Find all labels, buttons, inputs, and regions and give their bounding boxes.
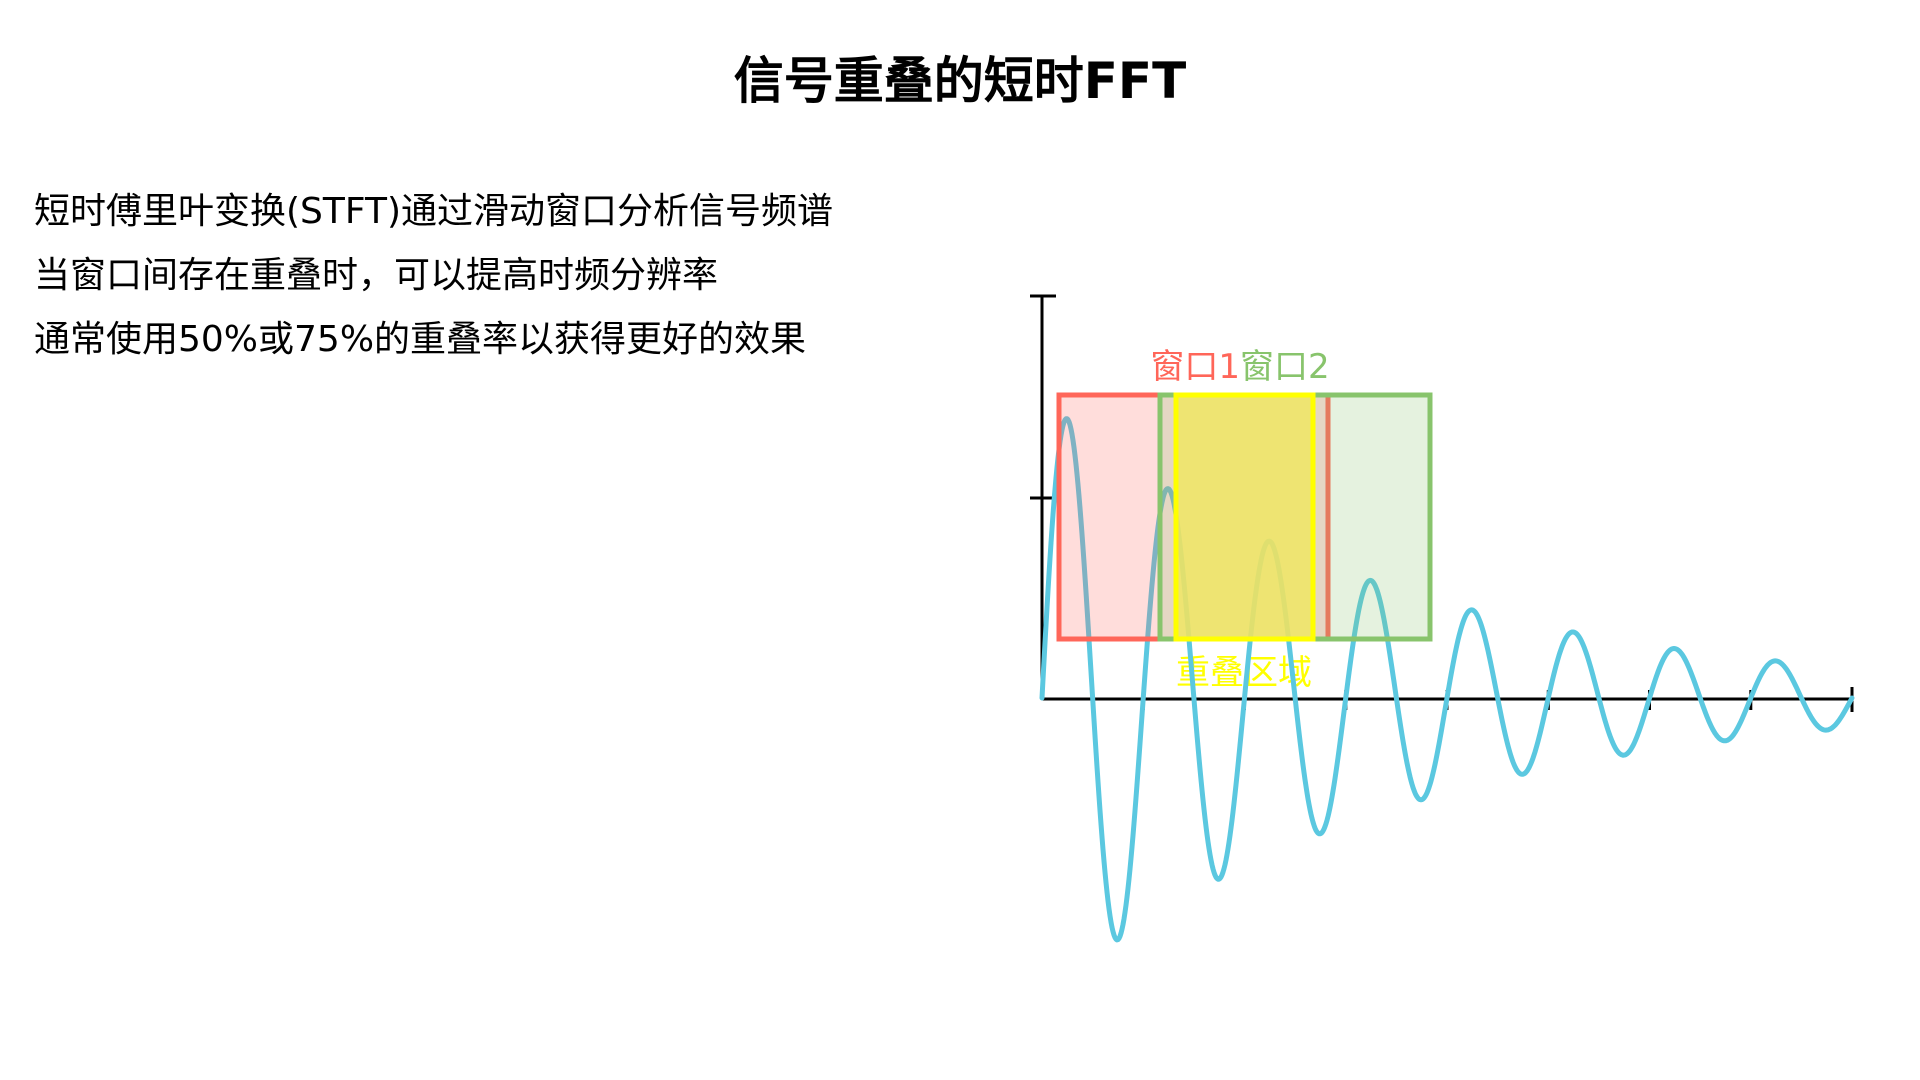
description-line-1: 短时傅里叶变换(STFT)通过滑动窗口分析信号频谱 — [34, 191, 833, 232]
page-title: 信号重叠的短时FFT — [733, 52, 1187, 110]
description: 短时傅里叶变换(STFT)通过滑动窗口分析信号频谱 当窗口间存在重叠时，可以提高… — [34, 186, 833, 378]
description-line-2: 当窗口间存在重叠时，可以提高时频分辨率 — [34, 255, 719, 296]
description-line-3: 通常使用50%或75%的重叠率以获得更好的效果 — [34, 319, 807, 360]
window-2-label: 窗口2 — [1240, 347, 1330, 387]
window-1-label: 窗口1 — [1150, 347, 1240, 387]
overlap-rect — [1173, 392, 1316, 642]
